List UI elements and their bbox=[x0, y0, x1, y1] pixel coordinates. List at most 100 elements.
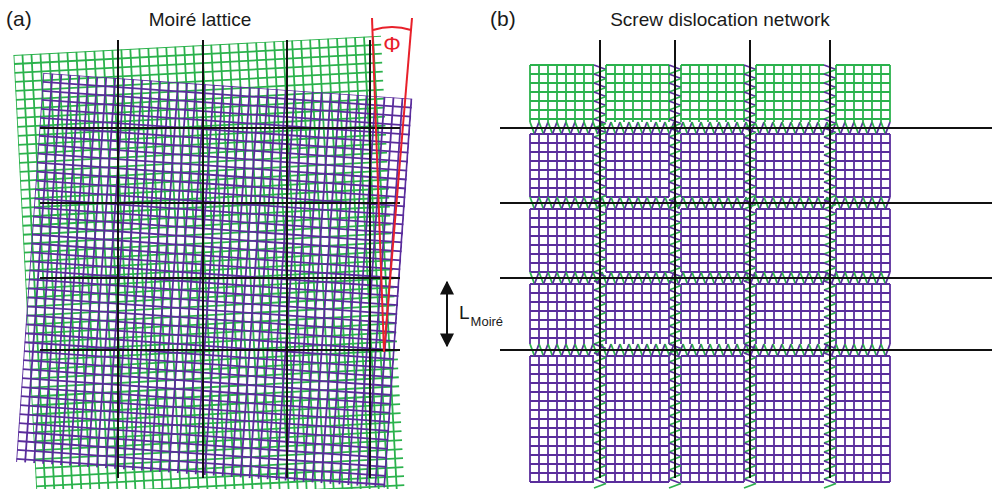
lattice-line bbox=[756, 373, 824, 375]
lattice-line bbox=[606, 217, 669, 219]
lattice-line bbox=[681, 271, 744, 273]
lattice-line bbox=[756, 178, 824, 180]
network-line bbox=[500, 127, 992, 129]
lattice-line bbox=[681, 319, 744, 321]
lattice-line bbox=[530, 178, 594, 180]
lattice-line bbox=[756, 262, 824, 264]
lattice-line bbox=[530, 463, 594, 465]
lattice-line bbox=[756, 109, 824, 111]
lattice-line bbox=[681, 472, 744, 474]
lattice-line bbox=[530, 319, 594, 321]
lattice-line bbox=[606, 454, 669, 456]
lattice-line bbox=[530, 337, 594, 339]
lattice-line bbox=[836, 187, 890, 189]
lattice-line bbox=[756, 310, 824, 312]
lattice-line bbox=[37, 485, 404, 489]
lattice-line bbox=[13, 36, 380, 55]
lattice-line bbox=[606, 91, 669, 93]
lattice-line bbox=[16, 459, 385, 485]
lattice-line bbox=[836, 319, 890, 321]
lattice-line bbox=[530, 235, 594, 237]
lattice-line bbox=[530, 151, 594, 153]
lattice-line bbox=[681, 310, 744, 312]
moire-line bbox=[117, 40, 119, 478]
lattice-line bbox=[756, 253, 824, 255]
lattice-line bbox=[681, 301, 744, 303]
lattice-line bbox=[756, 169, 824, 171]
lattice-line bbox=[836, 418, 890, 420]
lattice-line bbox=[836, 391, 890, 393]
lattice-line bbox=[606, 118, 669, 120]
lattice-line bbox=[836, 355, 890, 357]
lattice-line bbox=[756, 91, 824, 93]
lattice-line bbox=[606, 337, 669, 339]
lattice-line bbox=[756, 64, 824, 66]
lattice-line bbox=[681, 142, 744, 144]
lattice-line bbox=[756, 217, 824, 219]
lattice-line bbox=[824, 479, 836, 484]
lattice-line bbox=[681, 328, 744, 330]
lattice-line bbox=[836, 262, 890, 264]
lattice-line bbox=[530, 64, 594, 66]
lattice-line bbox=[530, 100, 594, 102]
lattice-line bbox=[530, 472, 594, 474]
lattice-line bbox=[606, 418, 669, 420]
lattice-line bbox=[836, 100, 890, 102]
lattice-line bbox=[606, 319, 669, 321]
lattice-line bbox=[744, 484, 756, 489]
lattice-line bbox=[836, 73, 890, 75]
lattice-line bbox=[530, 217, 594, 219]
lattice-line bbox=[606, 244, 669, 246]
lattice-line bbox=[836, 151, 890, 153]
panel-title: Moiré lattice bbox=[149, 10, 251, 29]
lattice-line bbox=[606, 253, 669, 255]
period-symbol: L bbox=[459, 303, 470, 322]
lattice-line bbox=[530, 418, 594, 420]
lattice-line bbox=[606, 73, 669, 75]
lattice-line bbox=[681, 253, 744, 255]
lattice-line bbox=[606, 178, 669, 180]
lattice-line bbox=[681, 160, 744, 162]
lattice-line bbox=[606, 373, 669, 375]
lattice-line bbox=[756, 118, 824, 120]
lattice-line bbox=[681, 178, 744, 180]
lattice-line bbox=[530, 445, 594, 447]
lattice-line bbox=[681, 391, 744, 393]
lattice-line bbox=[836, 109, 890, 111]
lattice-line bbox=[681, 169, 744, 171]
lattice-line bbox=[530, 436, 594, 438]
lattice-line bbox=[836, 445, 890, 447]
lattice-line bbox=[681, 445, 744, 447]
lattice-line bbox=[36, 458, 403, 477]
lattice-line bbox=[824, 484, 836, 489]
lattice-line bbox=[606, 100, 669, 102]
panel-title: Screw dislocation network bbox=[610, 10, 830, 29]
lattice-line bbox=[681, 235, 744, 237]
lattice-line bbox=[606, 409, 669, 411]
angle-marker bbox=[372, 18, 412, 352]
lattice-line bbox=[606, 64, 669, 66]
lattice-line bbox=[530, 142, 594, 144]
lattice-line bbox=[836, 409, 890, 411]
lattice-line bbox=[836, 481, 890, 483]
lattice-line bbox=[530, 82, 594, 84]
lattice-line bbox=[744, 479, 756, 484]
lattice-line bbox=[836, 118, 890, 120]
lattice-line bbox=[681, 208, 744, 210]
lattice-line bbox=[594, 479, 606, 484]
lattice-line bbox=[530, 310, 594, 312]
lattice-line bbox=[681, 226, 744, 228]
lattice-line bbox=[530, 481, 594, 483]
moire-grid bbox=[40, 40, 400, 478]
lattice-line bbox=[606, 328, 669, 330]
lattice-line bbox=[756, 142, 824, 144]
lattice-line bbox=[756, 472, 824, 474]
lattice-line bbox=[836, 91, 890, 93]
lattice-line bbox=[681, 382, 744, 384]
lattice-line bbox=[756, 337, 824, 339]
lattice-line bbox=[606, 391, 669, 393]
lattice-line bbox=[836, 337, 890, 339]
lattice-line bbox=[530, 169, 594, 171]
period-arrow bbox=[446, 282, 448, 346]
lattice-line bbox=[606, 160, 669, 162]
